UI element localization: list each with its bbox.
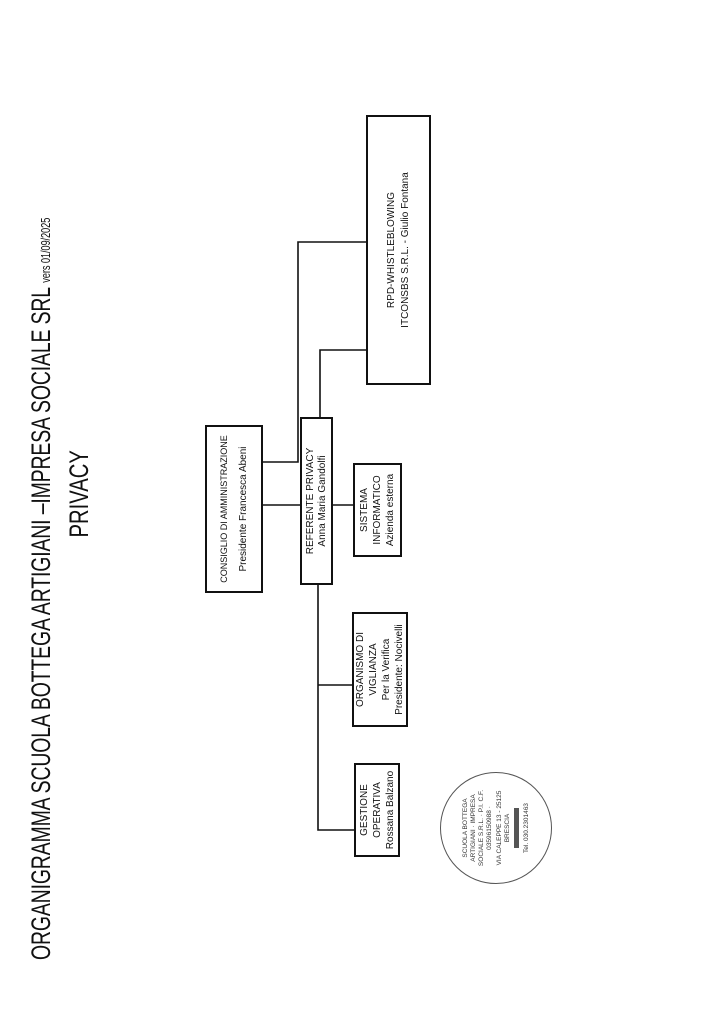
box-title-2: OPERATIVA [371, 782, 383, 838]
box-title: GESTIONE [358, 784, 370, 836]
box-person: Azienda esterna [385, 473, 396, 547]
box-title: RPD-WHISTLEBLOWING [385, 191, 397, 309]
connector-referente-rpd [319, 349, 366, 417]
box-title: SISTEMA [359, 488, 370, 532]
company-stamp: SCUOLA BOTTEGA ARTIGIANI · IMPRESA SOCIA… [440, 772, 552, 884]
box-person: ITCONSBS S.R.L. - Giulio Fontana [399, 172, 411, 328]
box-title: REFERENTE PRIVACY [304, 447, 316, 555]
box-person: Presidente: Nocivelli [394, 624, 405, 715]
connector-referente-down [317, 585, 354, 831]
stamp-address: VIA CALEPPE 13 - 25125 BRESCIA [495, 790, 511, 866]
box-referente-privacy: REFERENTE PRIVACY Anna Maria Gandolfi [300, 417, 333, 585]
stamp-barcode [513, 808, 519, 848]
box-title-2: VIGLIANZA [368, 643, 379, 696]
connector-consiglio-rpd [263, 241, 366, 463]
stamp-phone: Tel. 030.2301463 [522, 803, 530, 853]
box-organismo-vigilanza: ORGANISMO DI VIGLIANZA Per la Verifica P… [352, 612, 408, 727]
box-subtitle: Per la Verifica [381, 638, 392, 701]
box-gestione-operativa: GESTIONE OPERATIVA Rossana Balzano [354, 763, 400, 857]
box-rpd-whistleblowing: RPD-WHISTLEBLOWING ITCONSBS S.R.L. - Giu… [366, 115, 431, 385]
box-sistema-informatico: SISTEMA INFORMATICO Azienda esterna [353, 463, 402, 557]
box-consiglio-amministrazione: CONSIGLIO DI AMMINISTRAZIONE Presidente … [205, 425, 263, 593]
box-person: Presidente Francesca Abeni [238, 446, 249, 572]
box-title: ORGANISMO DI [355, 632, 366, 708]
stamp-outer-text: SCUOLA BOTTEGA ARTIGIANI · IMPRESA SOCIA… [461, 789, 493, 867]
box-title: CONSIGLIO DI AMMINISTRAZIONE [219, 435, 229, 583]
box-person: Anna Maria Gandolfi [316, 455, 328, 547]
box-person: Rossana Balzano [384, 770, 396, 850]
box-title-2: INFORMATICO [372, 475, 383, 545]
